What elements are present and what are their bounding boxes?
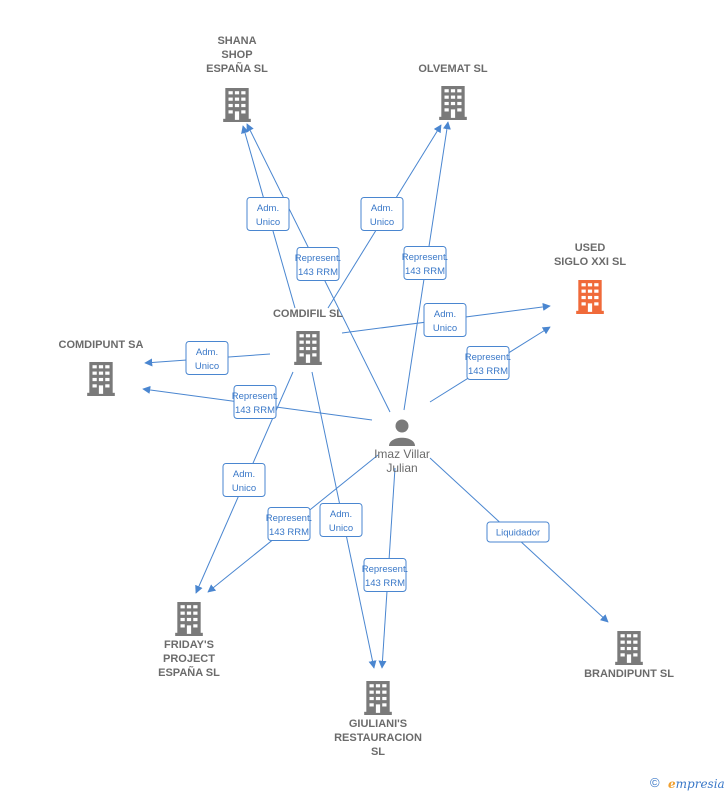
node-used[interactable]: USED SIGLO XXI SL [554, 242, 626, 314]
node-label: COMDIPUNT SA [59, 339, 144, 351]
edge-label-text: Unico [195, 361, 219, 372]
building-icon [175, 602, 203, 636]
node-brandipunt[interactable]: BRANDIPUNT SL [584, 631, 674, 680]
edge-label[interactable]: Adm. Unico [222, 463, 266, 497]
edge-label-text: Unico [232, 483, 256, 494]
edge-label-box [403, 246, 447, 280]
edge-label-text: Represent. [295, 253, 341, 264]
edge-label[interactable]: Adm. Unico [246, 197, 290, 231]
edge-label-box [360, 197, 404, 231]
edge-label-box [185, 341, 229, 375]
building-icon [87, 362, 115, 396]
edge-label-text: 143 RRM [235, 405, 275, 416]
edge-label-text: Unico [329, 523, 353, 534]
node-label: Imaz Villar [374, 447, 430, 461]
node-comdifil[interactable]: COMDIFIL SL [273, 308, 343, 365]
edge-label-text: Adm. [196, 347, 218, 358]
edge-label[interactable]: Represent. 143 RRM [362, 558, 408, 592]
edge-label[interactable]: Liquidador [486, 521, 550, 543]
edge-label-text: Adm. [434, 309, 456, 320]
edge-label[interactable]: Adm. Unico [423, 303, 467, 337]
building-icon [439, 86, 467, 120]
edge-label-text: Represent. [232, 391, 278, 402]
node-comdipunt[interactable]: COMDIPUNT SA [59, 339, 144, 396]
edge-label-text: Adm. [233, 469, 255, 480]
edge-label[interactable]: Adm. Unico [185, 341, 229, 375]
edge-label-text: Adm. [330, 509, 352, 520]
edge-label-box [296, 247, 340, 281]
node-label: SL [371, 746, 385, 758]
edge-label-text: 143 RRM [405, 266, 445, 277]
node-label: SIGLO XXI SL [554, 256, 626, 268]
node-label: SHANA [217, 35, 256, 47]
edge-label[interactable]: Adm. Unico [360, 197, 404, 231]
edge-label-text: 143 RRM [468, 366, 508, 377]
edge-label[interactable]: Represent. 143 RRM [465, 346, 511, 380]
edge-label-text: Represent. [362, 564, 408, 575]
empresia-logo[interactable]: empresia [668, 777, 725, 791]
node-label: ESPAÑA SL [158, 666, 220, 679]
edge-label-box [363, 558, 407, 592]
edge-label-box [233, 385, 277, 419]
node-label: FRIDAY'S [164, 639, 214, 651]
node-label: OLVEMAT SL [418, 63, 488, 75]
edge-label-text: Represent. [402, 252, 448, 263]
node-label: COMDIFIL SL [273, 308, 343, 320]
node-label: SHOP [221, 49, 252, 61]
building-icon [294, 331, 322, 365]
building-icon [223, 88, 251, 122]
node-giulianis[interactable]: GIULIANI'S RESTAURACION SL [334, 681, 422, 758]
person-icon [389, 419, 415, 446]
edge-label-box [466, 346, 510, 380]
edge-label-box [486, 521, 550, 543]
edge-label[interactable]: Represent. 143 RRM [232, 385, 278, 419]
edge-label[interactable]: Represent. 143 RRM [266, 507, 312, 541]
edges-layer: Adm.UnicoAdm.UnicoAdm.UnicoAdm.UnicoAdm.… [142, 121, 609, 669]
edge-label-text: Unico [370, 217, 394, 228]
building-icon [576, 280, 604, 314]
node-label: GIULIANI'S [349, 718, 407, 730]
edge-label-box [222, 463, 266, 497]
edge-label-text: Adm. [371, 203, 393, 214]
edge-label-box [319, 503, 363, 537]
node-label: ESPAÑA SL [206, 62, 268, 75]
edge-label-text: Unico [433, 323, 457, 334]
edge-label-box [423, 303, 467, 337]
building-icon [364, 681, 392, 715]
node-label: Julian [386, 461, 417, 475]
edge-label-box [246, 197, 290, 231]
edge-label-text: Represent. [266, 513, 312, 524]
edge-label-text: 143 RRM [269, 527, 309, 538]
brand-rest: mpresia [675, 777, 725, 791]
edge-label-box [267, 507, 311, 541]
node-label: RESTAURACION [334, 732, 422, 744]
edge-label-text: Liquidador [496, 528, 540, 539]
edge-label[interactable]: Represent. 143 RRM [295, 247, 341, 281]
edge-label-text: Unico [256, 217, 280, 228]
edge-label-text: Adm. [257, 203, 279, 214]
edge-label-text: 143 RRM [365, 578, 405, 589]
copyright-icon: © [650, 775, 660, 790]
node-label: BRANDIPUNT SL [584, 668, 674, 680]
edge-label-text: Represent. [465, 352, 511, 363]
node-label: PROJECT [163, 653, 215, 665]
edge-label[interactable]: Represent. 143 RRM [402, 246, 448, 280]
building-icon [615, 631, 643, 665]
brand-initial: e [668, 777, 676, 791]
node-label: USED [575, 242, 606, 254]
edge-label-text: 143 RRM [298, 267, 338, 278]
edge-label[interactable]: Adm. Unico [319, 503, 363, 537]
node-olvemat[interactable]: OLVEMAT SL [418, 63, 488, 120]
